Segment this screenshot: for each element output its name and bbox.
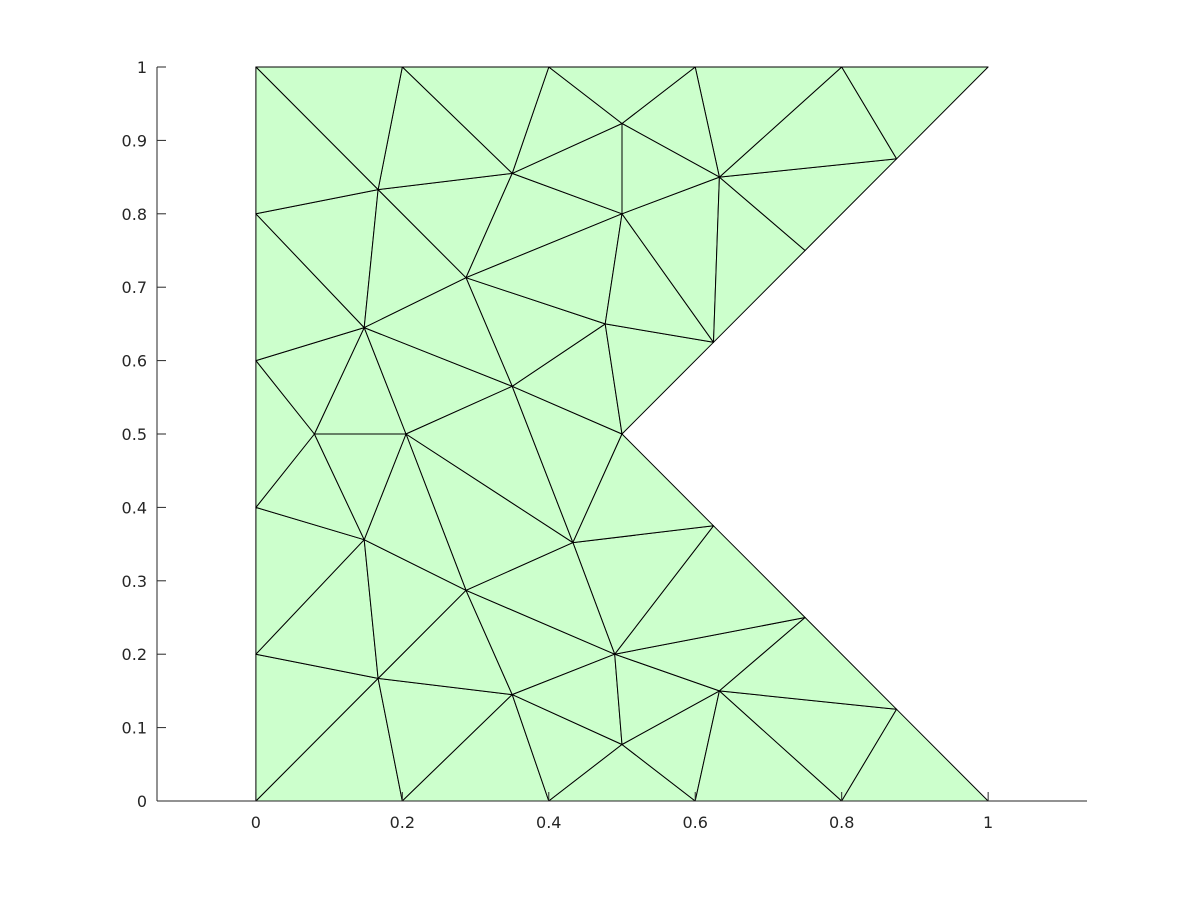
- axes: 0 0.2 0.4 0.6 0.8 1 0 0.1 0.2 0.3 0.4 0.5 0.6 0.7 0.8…: [122, 58, 1087, 832]
- y-tick-label: 0.7: [122, 278, 147, 297]
- y-tick-label: 0: [137, 792, 147, 811]
- y-tick-label: 0.1: [122, 719, 147, 738]
- x-tick-label: 0.4: [536, 813, 561, 832]
- x-tick-label: 0.2: [390, 813, 415, 832]
- x-tick-label: 1: [983, 813, 993, 832]
- y-tick-label: 0.6: [122, 352, 147, 371]
- mesh-triangle-48: [841, 66, 989, 160]
- y-tick-label: 0.9: [122, 131, 147, 150]
- mesh-triangle-54: [548, 66, 696, 124]
- x-axis-ticks: 0 0.2 0.4 0.6 0.8 1: [251, 792, 993, 832]
- y-tick-label: 0.5: [122, 425, 147, 444]
- y-tick-label: 0.2: [122, 645, 147, 664]
- mesh-triangle-18: [718, 617, 898, 710]
- y-tick-label: 0.8: [122, 205, 147, 224]
- y-tick-label: 0.3: [122, 572, 147, 591]
- x-tick-label: 0.8: [829, 813, 854, 832]
- y-tick-label: 0.4: [122, 498, 147, 517]
- x-tick-label: 0: [251, 813, 261, 832]
- y-axis-ticks: 0 0.1 0.2 0.3 0.4 0.5 0.6 0.7 0.8 0.9 1: [122, 58, 166, 811]
- mesh-triangle-32: [572, 433, 714, 544]
- x-tick-label: 0.6: [683, 813, 708, 832]
- mesh-triangle-34: [604, 323, 714, 435]
- y-tick-label: 1: [137, 58, 147, 77]
- mesh-triangle-58: [255, 66, 379, 215]
- triangular-mesh: [255, 66, 989, 802]
